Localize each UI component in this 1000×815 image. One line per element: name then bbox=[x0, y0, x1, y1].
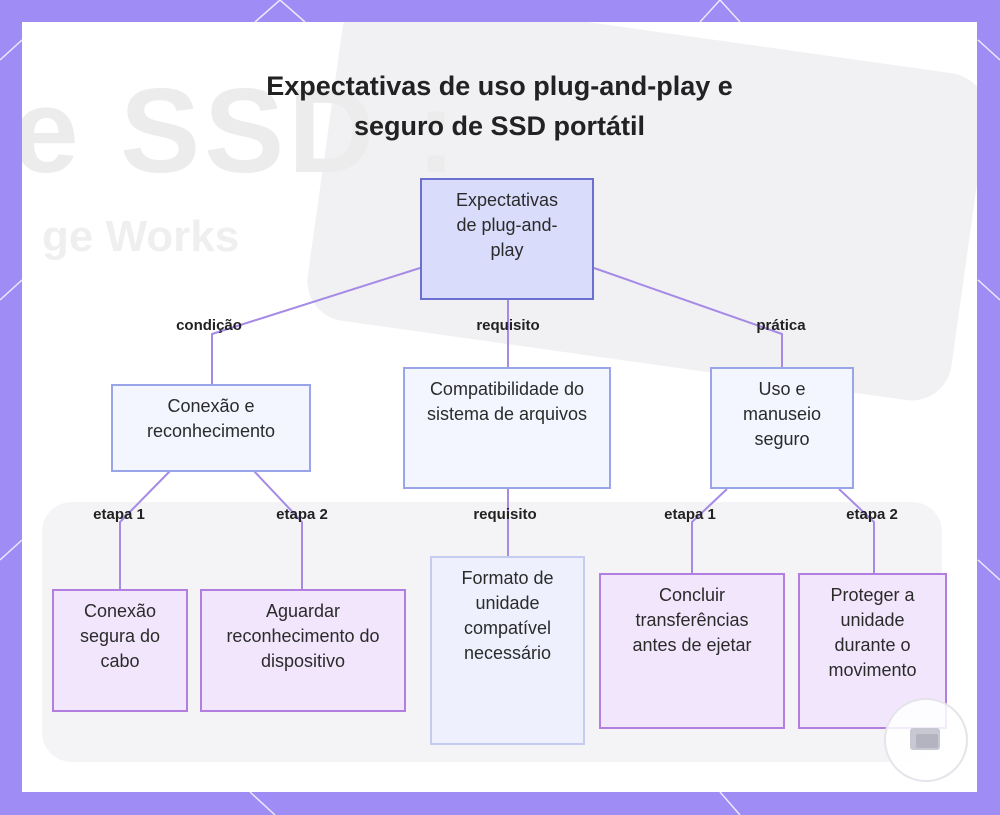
node-compat: Compatibilidade do sistema de arquivos bbox=[403, 367, 611, 489]
node-root-label: Expectativas de plug-and-play bbox=[455, 190, 559, 260]
node-transfers-label: Concluir transferências antes de ejetar bbox=[632, 585, 752, 655]
edge-connection-recognition bbox=[253, 470, 303, 589]
diagram-card: e SSD : ge Works Expectativas de uso plu… bbox=[22, 22, 977, 792]
edge-label-condicao: condição bbox=[176, 317, 242, 334]
node-connection-label: Conexão e reconhecimento bbox=[146, 396, 276, 441]
title-line-2: seguro de SSD portátil bbox=[353, 111, 646, 141]
edge-root-connection bbox=[211, 267, 421, 384]
background-watermark-large: e SSD : bbox=[22, 64, 461, 198]
edge-root-usage bbox=[593, 267, 783, 367]
edge-label-requisito-2: requisito bbox=[473, 506, 537, 523]
logo-icon bbox=[910, 728, 940, 750]
edge-label-etapa1-left: etapa 1 bbox=[93, 506, 145, 523]
connector-lines bbox=[119, 267, 875, 589]
node-connection: Conexão e reconhecimento bbox=[111, 384, 311, 472]
node-protect-label: Proteger a unidade durante o movimento bbox=[828, 585, 917, 680]
node-recognition-label: Aguardar reconhecimento do dispositivo bbox=[226, 601, 380, 671]
node-cable-label: Conexão segura do cabo bbox=[79, 601, 161, 671]
node-cable: Conexão segura do cabo bbox=[52, 589, 188, 712]
edge-usage-protect bbox=[838, 488, 875, 573]
edge-label-requisito-1: requisito bbox=[476, 317, 540, 334]
page-title: Expectativas de uso plug-and-play e segu… bbox=[22, 66, 977, 146]
node-format-label: Formato de unidade compatível necessário bbox=[461, 568, 554, 663]
edge-connection-cable bbox=[119, 470, 171, 589]
node-transfers: Concluir transferências antes de ejetar bbox=[599, 573, 785, 729]
corner-logo-badge bbox=[884, 698, 968, 782]
background-watermark-small: ge Works bbox=[42, 212, 240, 261]
node-usage-label: Uso e manuseio seguro bbox=[742, 379, 822, 449]
edge-label-etapa2-left: etapa 2 bbox=[276, 506, 328, 523]
node-compat-label: Compatibilidade do sistema de arquivos bbox=[426, 379, 588, 424]
node-format: Formato de unidade compatível necessário bbox=[430, 556, 585, 745]
edge-label-etapa2-right: etapa 2 bbox=[846, 506, 898, 523]
node-root: Expectativas de plug-and-play bbox=[420, 178, 594, 300]
node-recognition: Aguardar reconhecimento do dispositivo bbox=[200, 589, 406, 712]
edge-label-etapa1-right: etapa 1 bbox=[664, 506, 716, 523]
edge-label-pratica: prática bbox=[756, 317, 806, 334]
edge-usage-transfers bbox=[691, 488, 728, 573]
title-line-1: Expectativas de uso plug-and-play e bbox=[266, 71, 733, 101]
node-usage: Uso e manuseio seguro bbox=[710, 367, 854, 489]
